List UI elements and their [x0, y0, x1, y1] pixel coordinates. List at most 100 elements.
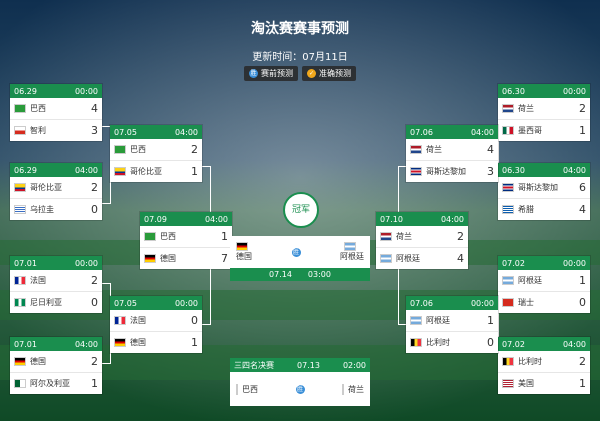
argentina-flag-icon [410, 316, 422, 325]
team-name: 阿根廷 [426, 316, 450, 325]
legend-pre-label: 赛前预测 [261, 69, 293, 78]
match-header: 07.05 00:00 [110, 296, 202, 310]
colombia-flag-icon [114, 167, 126, 176]
third-team: 巴西 [236, 383, 258, 395]
team-row: 比利时 2 [498, 351, 590, 373]
belgium-flag-icon [502, 357, 514, 366]
costa-rica-flag-icon [502, 183, 514, 192]
connector [102, 363, 110, 364]
match-date: 07.06 [410, 298, 433, 308]
third-teams: 巴西 胜 荷兰 [230, 372, 370, 406]
team-name: 乌拉圭 [30, 205, 54, 214]
team-score: 2 [579, 355, 586, 368]
match-date: 07.06 [410, 127, 433, 137]
match-date: 07.05 [114, 298, 137, 308]
match-date: 07.01 [14, 258, 37, 268]
team-name: 法国 [130, 316, 146, 325]
final-team: 阿根廷 [340, 242, 364, 262]
match-date: 07.13 [297, 360, 320, 370]
team-name: 比利时 [518, 357, 542, 366]
team-name: 瑞士 [518, 298, 534, 307]
argentina-flag-icon [380, 254, 392, 263]
team-name: 尼日利亚 [30, 298, 62, 307]
team-score: 2 [579, 102, 586, 115]
champion-badge: 冠军 [283, 192, 319, 228]
team-score: 4 [579, 203, 586, 216]
match-time: 04:00 [562, 165, 586, 175]
algeria-flag-icon [14, 379, 26, 388]
match-date: 07.02 [502, 339, 525, 349]
match-time: 00:00 [562, 86, 586, 96]
team-name: 德国 [30, 357, 46, 366]
connector [102, 126, 110, 127]
team-score: 4 [487, 143, 494, 156]
uruguay-flag-icon [14, 205, 26, 214]
connector [202, 324, 210, 325]
team-name: 德国 [160, 254, 176, 263]
team-score: 4 [91, 102, 98, 115]
team-name: 法国 [30, 276, 46, 285]
match-time: 00:00 [470, 298, 494, 308]
legend-pre: 胜 赛前预测 [244, 66, 298, 81]
germany-flag-icon [14, 357, 26, 366]
check-icon: ✓ [307, 69, 316, 78]
team-score: 1 [191, 336, 198, 349]
team-name: 阿尔及利亚 [30, 379, 70, 388]
team-name: 美国 [518, 379, 534, 388]
match-header: 07.06 04:00 [406, 125, 498, 139]
team-score: 0 [91, 203, 98, 216]
team-row: 美国 1 [498, 373, 590, 394]
germany-flag-icon [114, 338, 126, 347]
team-score: 1 [579, 377, 586, 390]
match-date: 07.01 [14, 339, 37, 349]
argentina-flag-icon [502, 276, 514, 285]
match-time: 04:00 [470, 127, 494, 137]
team-score: 1 [191, 165, 198, 178]
legend-ok-label: 准确预测 [319, 69, 351, 78]
team-score: 1 [221, 230, 228, 243]
team-score: 0 [579, 296, 586, 309]
match-header: 07.06 00:00 [406, 296, 498, 310]
team-row: 瑞士 0 [498, 292, 590, 313]
match-time: 00:00 [174, 298, 198, 308]
team-name: 德国 [236, 252, 252, 261]
page-title: 淘汰赛赛事预测 [251, 21, 349, 37]
netherlands-flag-icon [342, 383, 344, 395]
netherlands-flag-icon [410, 145, 422, 154]
team-score: 1 [579, 274, 586, 287]
france-flag-icon [114, 316, 126, 325]
match-date: 07.02 [502, 258, 525, 268]
match-time: 04:00 [74, 165, 98, 175]
